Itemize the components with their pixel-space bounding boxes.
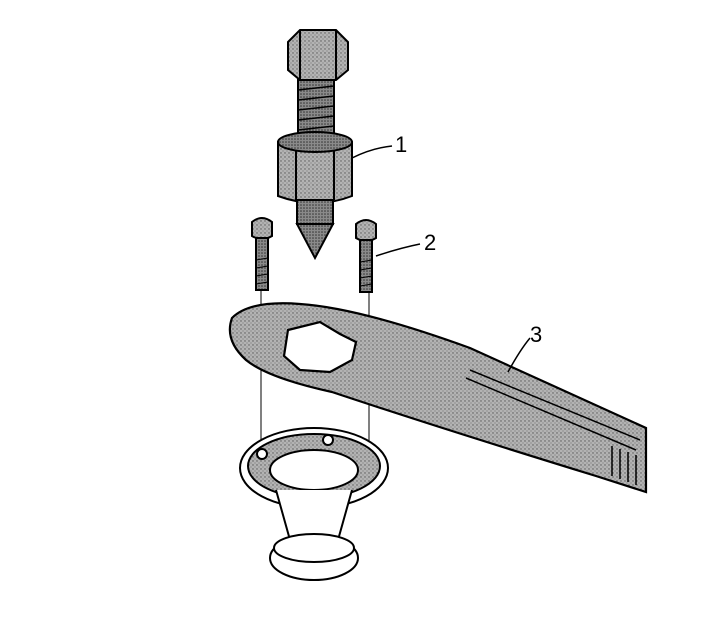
leader-2: [375, 243, 421, 257]
callout-1: 1: [395, 132, 407, 157]
bolt-left: [251, 217, 273, 291]
leader-3: [507, 337, 531, 373]
bolt-right: [355, 219, 377, 293]
spanner-wrench: [228, 302, 648, 494]
puller-screw: [277, 29, 353, 261]
callout-2: 2: [424, 230, 436, 255]
callout-3: 3: [530, 322, 542, 347]
leader-1: [351, 145, 393, 159]
leader-lines: [351, 145, 531, 373]
hub-cup: [239, 427, 389, 581]
